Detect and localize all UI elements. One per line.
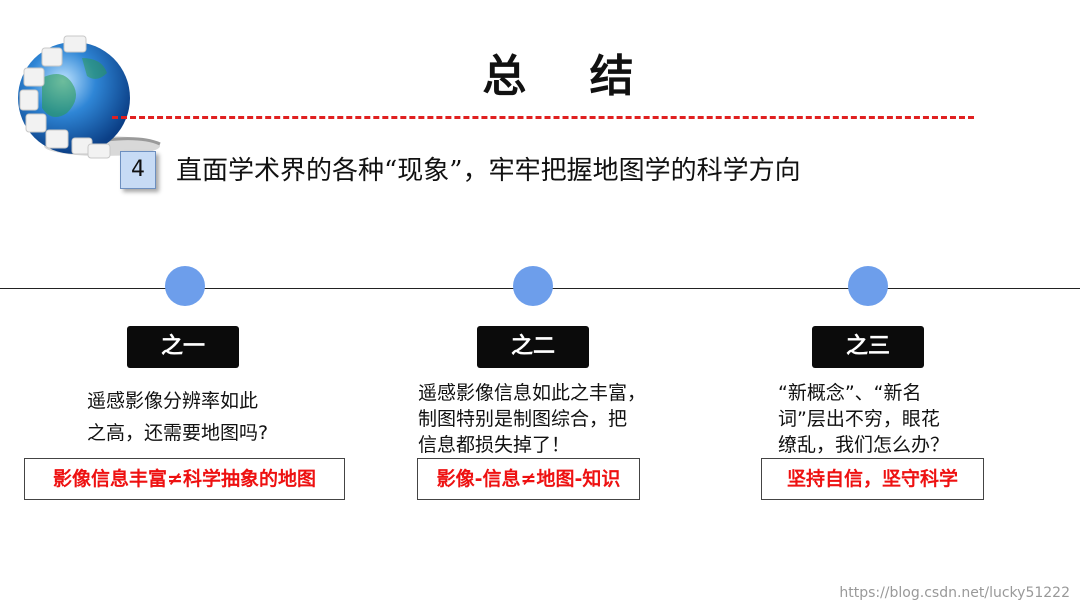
timeline-dot-3 [848, 266, 888, 306]
timeline-dot-2 [513, 266, 553, 306]
desc-line: 词”层出不穷，眼花 [778, 408, 940, 430]
watermark-url: https://blog.csdn.net/lucky51222 [839, 585, 1070, 601]
section-desc-3: “新概念”、“新名 词”层出不穷，眼花 缭乱，我们怎么办？ [778, 380, 998, 458]
desc-line: 遥感影像分辨率如此 [87, 390, 259, 412]
section-tag-2: 之二 [477, 326, 589, 368]
title-divider [112, 116, 974, 119]
section-tag-1: 之一 [127, 326, 239, 368]
desc-line: 缭乱，我们怎么办？ [778, 434, 950, 456]
slide-subtitle: 直面学术界的各种“现象”，牢牢把握地图学的科学方向 [176, 156, 801, 186]
desc-line: 信息都损失掉了！ [418, 434, 571, 456]
section-conclusion-2: 影像-信息≠地图-知识 [417, 458, 640, 500]
section-conclusion-3: 坚持自信，坚守科学 [761, 458, 984, 500]
section-desc-1: 遥感影像分辨率如此 之高，还需要地图吗? [87, 388, 347, 446]
desc-line: 遥感影像信息如此之丰富， [418, 382, 647, 404]
section-conclusion-1: 影像信息丰富≠科学抽象的地图 [24, 458, 345, 500]
slide-title: 总 结 [482, 51, 658, 102]
desc-line: 制图特别是制图综合，把 [418, 408, 628, 430]
section-tag-3: 之三 [812, 326, 924, 368]
desc-line: 之高，还需要地图吗? [87, 422, 269, 444]
timeline-dot-1 [165, 266, 205, 306]
point-number-badge: 4 [120, 151, 156, 189]
section-desc-2: 遥感影像信息如此之丰富， 制图特别是制图综合，把 信息都损失掉了！ [418, 380, 678, 458]
desc-line: “新概念”、“新名 [778, 382, 922, 404]
puzzle-globe-icon [18, 35, 161, 159]
